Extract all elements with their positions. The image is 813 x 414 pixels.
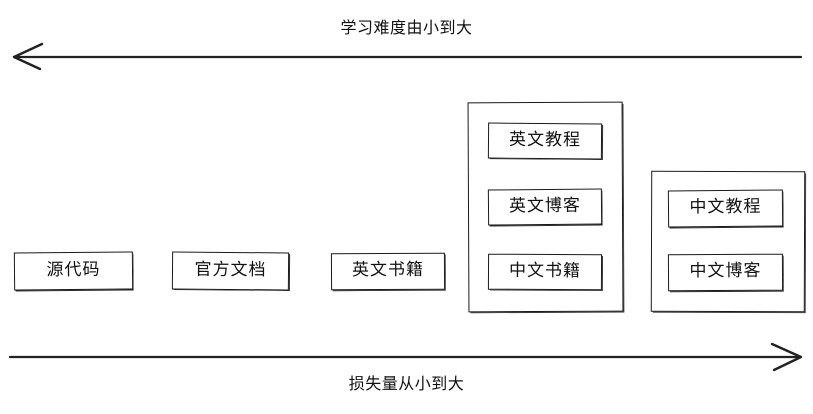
node-label: 源代码	[46, 259, 101, 280]
node-label: 中文教程	[689, 196, 762, 218]
node-label: 英文教程	[508, 129, 582, 150]
node-label: 中文书籍	[508, 260, 582, 281]
node-chinese-books[interactable]: 中文书籍	[487, 253, 603, 291]
top-axis-label: 学习难度由小到大	[340, 18, 473, 37]
node-label: 中文博客	[689, 260, 762, 282]
difficulty-axis-arrow	[12, 42, 803, 71]
loss-axis-arrow	[8, 342, 803, 372]
node-label: 官方文档	[194, 259, 267, 280]
node-chinese-blog[interactable]: 中文博客	[667, 253, 784, 292]
node-english-books[interactable]: 英文书籍	[330, 252, 446, 291]
bottom-axis-label: 损失量从小到大	[348, 374, 465, 393]
node-source-code[interactable]: 源代码	[13, 251, 134, 291]
node-english-blog[interactable]: 英文博客	[487, 188, 603, 226]
node-official-docs[interactable]: 官方文档	[171, 251, 290, 291]
node-english-tutorial[interactable]: 英文教程	[487, 122, 603, 160]
node-label: 英文博客	[508, 195, 582, 216]
node-chinese-tutorial[interactable]: 中文教程	[667, 189, 784, 228]
node-label: 英文书籍	[351, 259, 425, 281]
